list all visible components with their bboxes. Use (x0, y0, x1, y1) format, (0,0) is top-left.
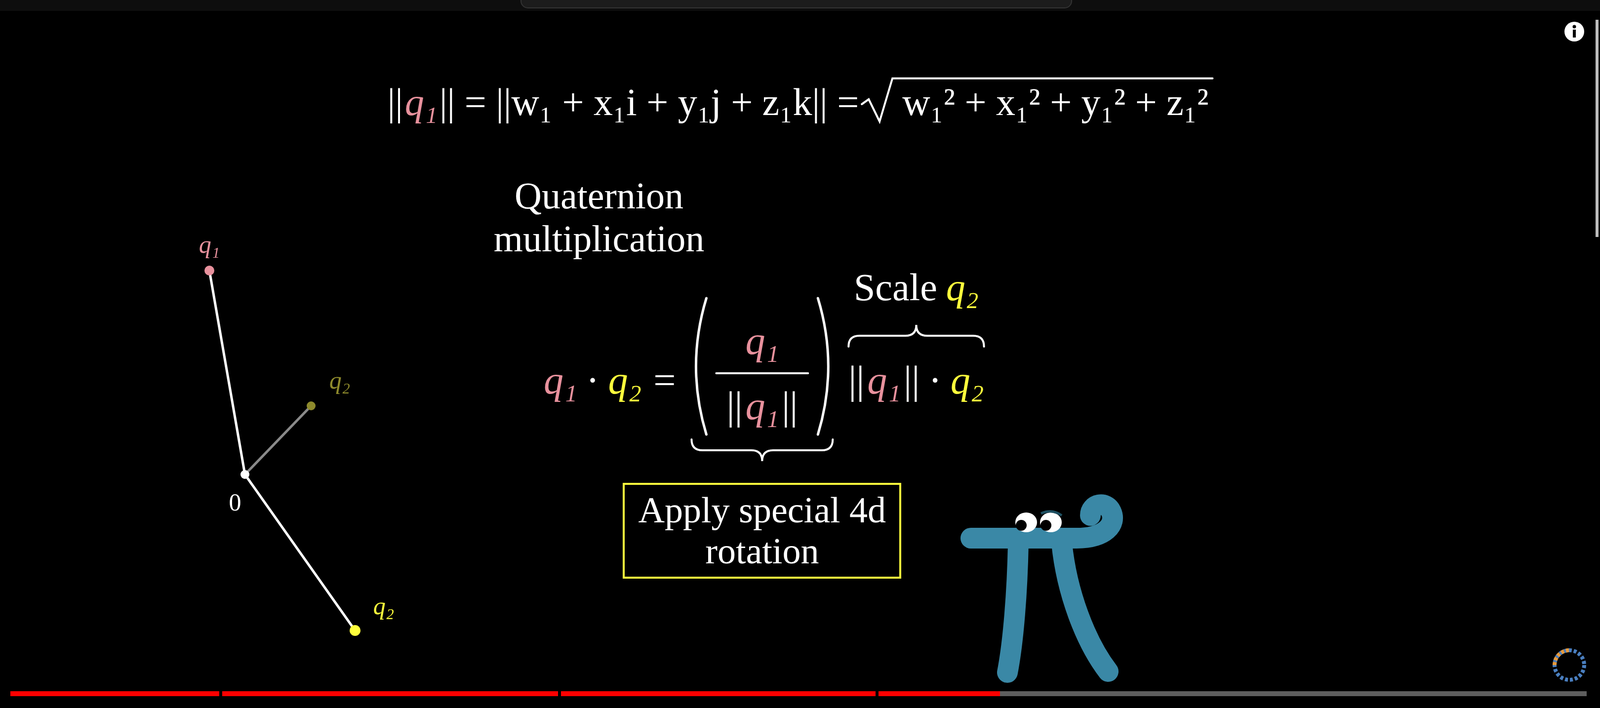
pi-eye (1040, 512, 1062, 533)
norm-bars: || (387, 80, 403, 125)
quaternion-symbol: q₁ (745, 318, 779, 364)
chapter-gap (558, 690, 561, 698)
dot-operator: · (586, 357, 600, 403)
parenthesis (817, 298, 829, 435)
origin-label: 0 (229, 488, 242, 518)
point-label: q₂ (373, 592, 395, 621)
origin-dot (240, 470, 250, 480)
norm-bars: || (726, 383, 743, 429)
highlight-box: Apply special 4d rotation (622, 482, 902, 579)
pi-creature (970, 504, 1113, 673)
spinner-arc (1554, 650, 1570, 666)
box-text: Apply special 4d rotation (633, 489, 891, 572)
brace-label: Scale (853, 265, 938, 310)
info-circle (1564, 21, 1585, 42)
vector-line (244, 405, 312, 475)
fraction-bar (716, 372, 808, 375)
overbrace (848, 324, 984, 347)
pi-eye (1015, 512, 1038, 533)
scrollbar (1595, 19, 1599, 238)
norm-bars: || (781, 383, 798, 429)
info-bar (1572, 29, 1576, 38)
vector-line (209, 270, 245, 475)
quaternion-symbol: q₁ (745, 383, 779, 429)
equals-sign: = (653, 357, 676, 403)
parenthesis (695, 298, 707, 435)
point-dot (204, 265, 215, 276)
pi-leg (1007, 543, 1019, 673)
underbrace (691, 439, 833, 462)
pi-body (970, 504, 1113, 539)
norm-bars: || (848, 357, 865, 403)
loading-spinner (1554, 650, 1585, 680)
point-label: q₁ (199, 230, 220, 260)
quaternion-symbol: q₂ (607, 357, 642, 403)
quaternion-symbol: q₁ (867, 357, 901, 403)
quaternion-symbol: q₂ (946, 265, 979, 310)
norm-bars: || (903, 357, 920, 403)
pi-pupil (1015, 520, 1027, 531)
progress-bar (10, 690, 1587, 698)
pi-pupil (1040, 520, 1052, 531)
sum-of-squares: w₁² + x₁² + y₁² + z₁² (902, 80, 1209, 125)
progress-track (10, 691, 1587, 697)
pi-brow (1040, 511, 1062, 516)
vector-line (244, 474, 356, 631)
section-heading: Quaternion multiplication (445, 174, 753, 261)
chapter-gap (875, 690, 879, 698)
pi-leg (1061, 543, 1109, 672)
info-icon (1564, 21, 1585, 42)
vector-plot (204, 265, 361, 637)
dot-operator: · (928, 357, 942, 403)
norm-expansion: || = ||w₁ + x₁i + y₁j + z₁k|| = (439, 80, 859, 125)
point-label: q₂ (329, 366, 351, 396)
quaternion-symbol: q₂ (950, 357, 985, 403)
spinner-ring (1554, 650, 1585, 680)
quaternion-symbol: q₁ (404, 80, 438, 125)
point-dot (349, 625, 361, 637)
top-tab (520, 0, 1072, 8)
chapter-gap (219, 690, 223, 698)
quaternion-symbol: q₁ (543, 357, 578, 403)
point-dot (306, 401, 316, 411)
progress-played (10, 691, 1000, 697)
pi-eyes (1015, 511, 1062, 533)
info-dot (1572, 25, 1577, 29)
